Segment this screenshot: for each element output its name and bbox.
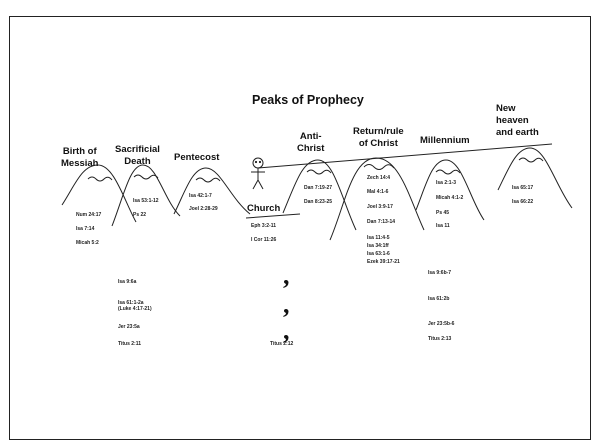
snowcap-birth: [87, 176, 113, 182]
ref-antichrist-0: Dan 7:19-27: [304, 185, 333, 191]
snowcap-sacrificial: [133, 174, 159, 180]
ref-return-1: Mal 4:1-6: [367, 189, 389, 195]
ref-return-6: Isa 63:1-6: [367, 251, 390, 257]
lower-ref-right-2: Jer 23:5b-6: [428, 321, 455, 327]
lower-ref-left-2: Jer 23:5a: [118, 324, 140, 330]
ref-antichrist-1: Dan 8:23-25: [304, 199, 333, 205]
ref-pentecost-0: Isa 42:1-7: [189, 193, 212, 199]
ref-millennium-3: Isa 11: [436, 223, 450, 229]
peak-mountain-birth: [61, 164, 137, 223]
ref-church-1: I Cor 11:26: [251, 237, 277, 243]
ref-return-4: Isa 11:4-5: [367, 235, 390, 241]
comma-mark-1: ,: [283, 261, 290, 290]
peak-label-sacrificial: Sacrificial Death: [115, 144, 160, 167]
horizon-line: [257, 143, 553, 169]
ref-return-0: Zech 14:4: [367, 175, 391, 181]
comma-mark-3: ,: [283, 316, 290, 345]
diagram-title: Peaks of Prophecy: [252, 93, 364, 107]
peak-label-antichrist: Anti- Christ: [297, 131, 325, 154]
peak-label-millennium: Millennium: [420, 135, 470, 146]
snowcap-new-heaven: [518, 157, 544, 163]
ref-millennium-0: Isa 2:1-3: [436, 180, 457, 186]
church-line: [245, 213, 301, 219]
peak-mountain-antichrist: [282, 159, 357, 231]
ref-return-5: Isa 34:1ff: [367, 243, 389, 249]
ref-return-7: Ezek 39:17-21: [367, 259, 400, 265]
ref-birth-2: Micah 5:2: [76, 240, 99, 246]
lower-ref-right-1: Isa 61:2b: [428, 296, 450, 302]
ref-new-heaven-1: Isa 66:22: [512, 199, 534, 205]
peak-label-pentecost: Pentecost: [174, 152, 220, 163]
ref-birth-1: Isa 7:14: [76, 226, 95, 232]
peak-mountain-sacrificial: [111, 164, 181, 227]
ref-birth-0: Num 24:17: [76, 212, 102, 218]
ref-return-2: Joel 3:9-17: [367, 204, 393, 210]
peak-mountain-new-heaven: [497, 147, 573, 209]
lower-ref-left-0: Isa 9:6a: [118, 279, 137, 285]
lower-ref-right-0: Isa 9:6b-7: [428, 270, 452, 276]
ref-new-heaven-0: Isa 65:17: [512, 185, 534, 191]
peak-mountain-pentecost: [173, 167, 251, 215]
snowcap-return: [363, 164, 395, 170]
snowcap-pentecost: [195, 177, 221, 183]
ref-return-3: Dan 7:13-14: [367, 219, 396, 225]
stick-figure: [251, 157, 265, 190]
peak-label-new-heaven: New heaven and earth: [496, 103, 539, 138]
lower-ref-left-1: Isa 61:1-2a (Luke 4:17-21): [118, 300, 152, 312]
lower-ref-left-3: Titus 2:11: [118, 341, 141, 347]
ref-church-0: Eph 3:2-11: [251, 223, 277, 229]
ref-sacrificial-1: Ps 22: [133, 212, 147, 218]
comma-mark-2: ,: [283, 290, 290, 319]
peak-label-church: Church: [247, 203, 281, 214]
peak-mountain-millennium: [415, 159, 485, 221]
snowcap-antichrist: [306, 169, 332, 175]
lower-ref-right-3: Titus 2:13: [428, 336, 452, 342]
lower-ref-middle-0: Titus 2:12: [270, 341, 294, 347]
ref-sacrificial-0: Isa 53:1-12: [133, 198, 159, 204]
peak-label-return: Return/rule of Christ: [353, 126, 404, 149]
peak-label-birth: Birth of Messiah: [61, 146, 99, 169]
snowcap-millennium: [435, 169, 461, 175]
ref-pentecost-1: Joel 2:28-29: [189, 206, 218, 212]
ref-millennium-2: Ps 45: [436, 210, 450, 216]
ref-millennium-1: Micah 4:1-2: [436, 195, 464, 201]
slide-frame: [9, 16, 591, 440]
